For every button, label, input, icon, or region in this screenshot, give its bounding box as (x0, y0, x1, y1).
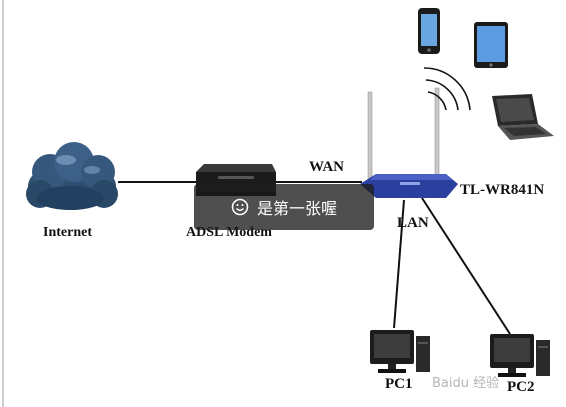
wan-label: WAN (309, 159, 345, 175)
pc2-label: PC2 (507, 379, 535, 395)
router-icon (360, 87, 458, 198)
laptop-icon (492, 94, 554, 140)
internet-label: Internet (43, 225, 92, 240)
toast-overlay[interactable]: 是第一张喔 (194, 184, 374, 230)
router-label: TL-WR841N (460, 182, 545, 198)
pc2-icon (490, 334, 550, 377)
connection-lines (118, 181, 511, 335)
wifi-waves-icon (423, 67, 471, 111)
tablet-icon (474, 22, 508, 68)
lan-line-pc1 (393, 199, 405, 329)
phone-icon (418, 8, 440, 54)
cloud-icon (26, 142, 118, 210)
baidu-watermark: Baidu 经验 (432, 376, 500, 391)
pc1-icon (370, 330, 430, 373)
toast-text: 是第一张喔 (256, 199, 337, 218)
lan-label: LAN (397, 215, 429, 231)
pc1-label: PC1 (385, 376, 413, 392)
smiley-icon (231, 198, 249, 216)
lan-line-pc2 (421, 197, 511, 335)
